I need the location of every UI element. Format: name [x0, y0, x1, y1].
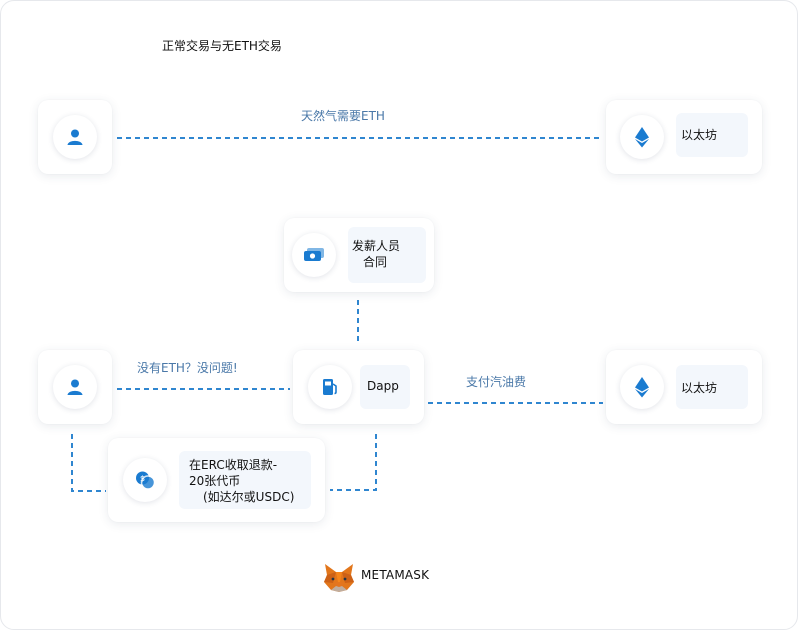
diagram-title: 正常交易与无ETH交易	[162, 39, 282, 53]
ethereum-label: 以太坊	[676, 113, 748, 157]
user-node-top	[38, 100, 112, 174]
payroll-label-line2: 合同	[363, 255, 388, 269]
user-icon	[53, 115, 97, 159]
edge-dapp-refund	[330, 434, 377, 491]
edge-label-pay-gas: 支付汽油费	[466, 375, 527, 389]
refund-label-line3: (如达尔或USDC)	[203, 490, 295, 504]
ethereum-node-mid: 以太坊	[606, 350, 762, 424]
coins-icon: $	[123, 458, 167, 502]
money-icon	[292, 233, 336, 277]
dapp-label: Dapp	[360, 365, 410, 409]
ethereum-label: 以太坊	[676, 365, 748, 409]
refund-label-line2: 20张代币	[189, 474, 241, 488]
edge-user-refund	[71, 434, 106, 492]
refund-label-line1: 在ERC收取退款-	[189, 458, 278, 472]
metamask-brand: METAMASK	[361, 568, 430, 582]
user-node-mid	[38, 350, 112, 424]
payroll-label-line1: 发薪人员	[352, 239, 401, 253]
ethereum-icon	[620, 365, 664, 409]
svg-text:$: $	[140, 474, 145, 483]
gas-pump-icon	[308, 365, 352, 409]
payroll-contract-node: 发薪人员 合同	[284, 218, 434, 292]
edge-label-gas-required: 天然气需要ETH	[301, 109, 385, 123]
ethereum-icon	[620, 115, 664, 159]
user-icon	[53, 365, 97, 409]
refund-node: $ 在ERC收取退款- 20张代币 (如达尔或USDC)	[108, 438, 325, 522]
payroll-label: 发薪人员 合同	[348, 227, 426, 283]
dapp-node: Dapp	[293, 350, 424, 424]
ethereum-node-top: 以太坊	[606, 100, 762, 174]
refund-label: 在ERC收取退款- 20张代币 (如达尔或USDC)	[179, 451, 311, 509]
edge-label-no-eth: 没有ETH？没问题!	[137, 361, 238, 375]
metamask-fox-icon	[324, 564, 354, 592]
